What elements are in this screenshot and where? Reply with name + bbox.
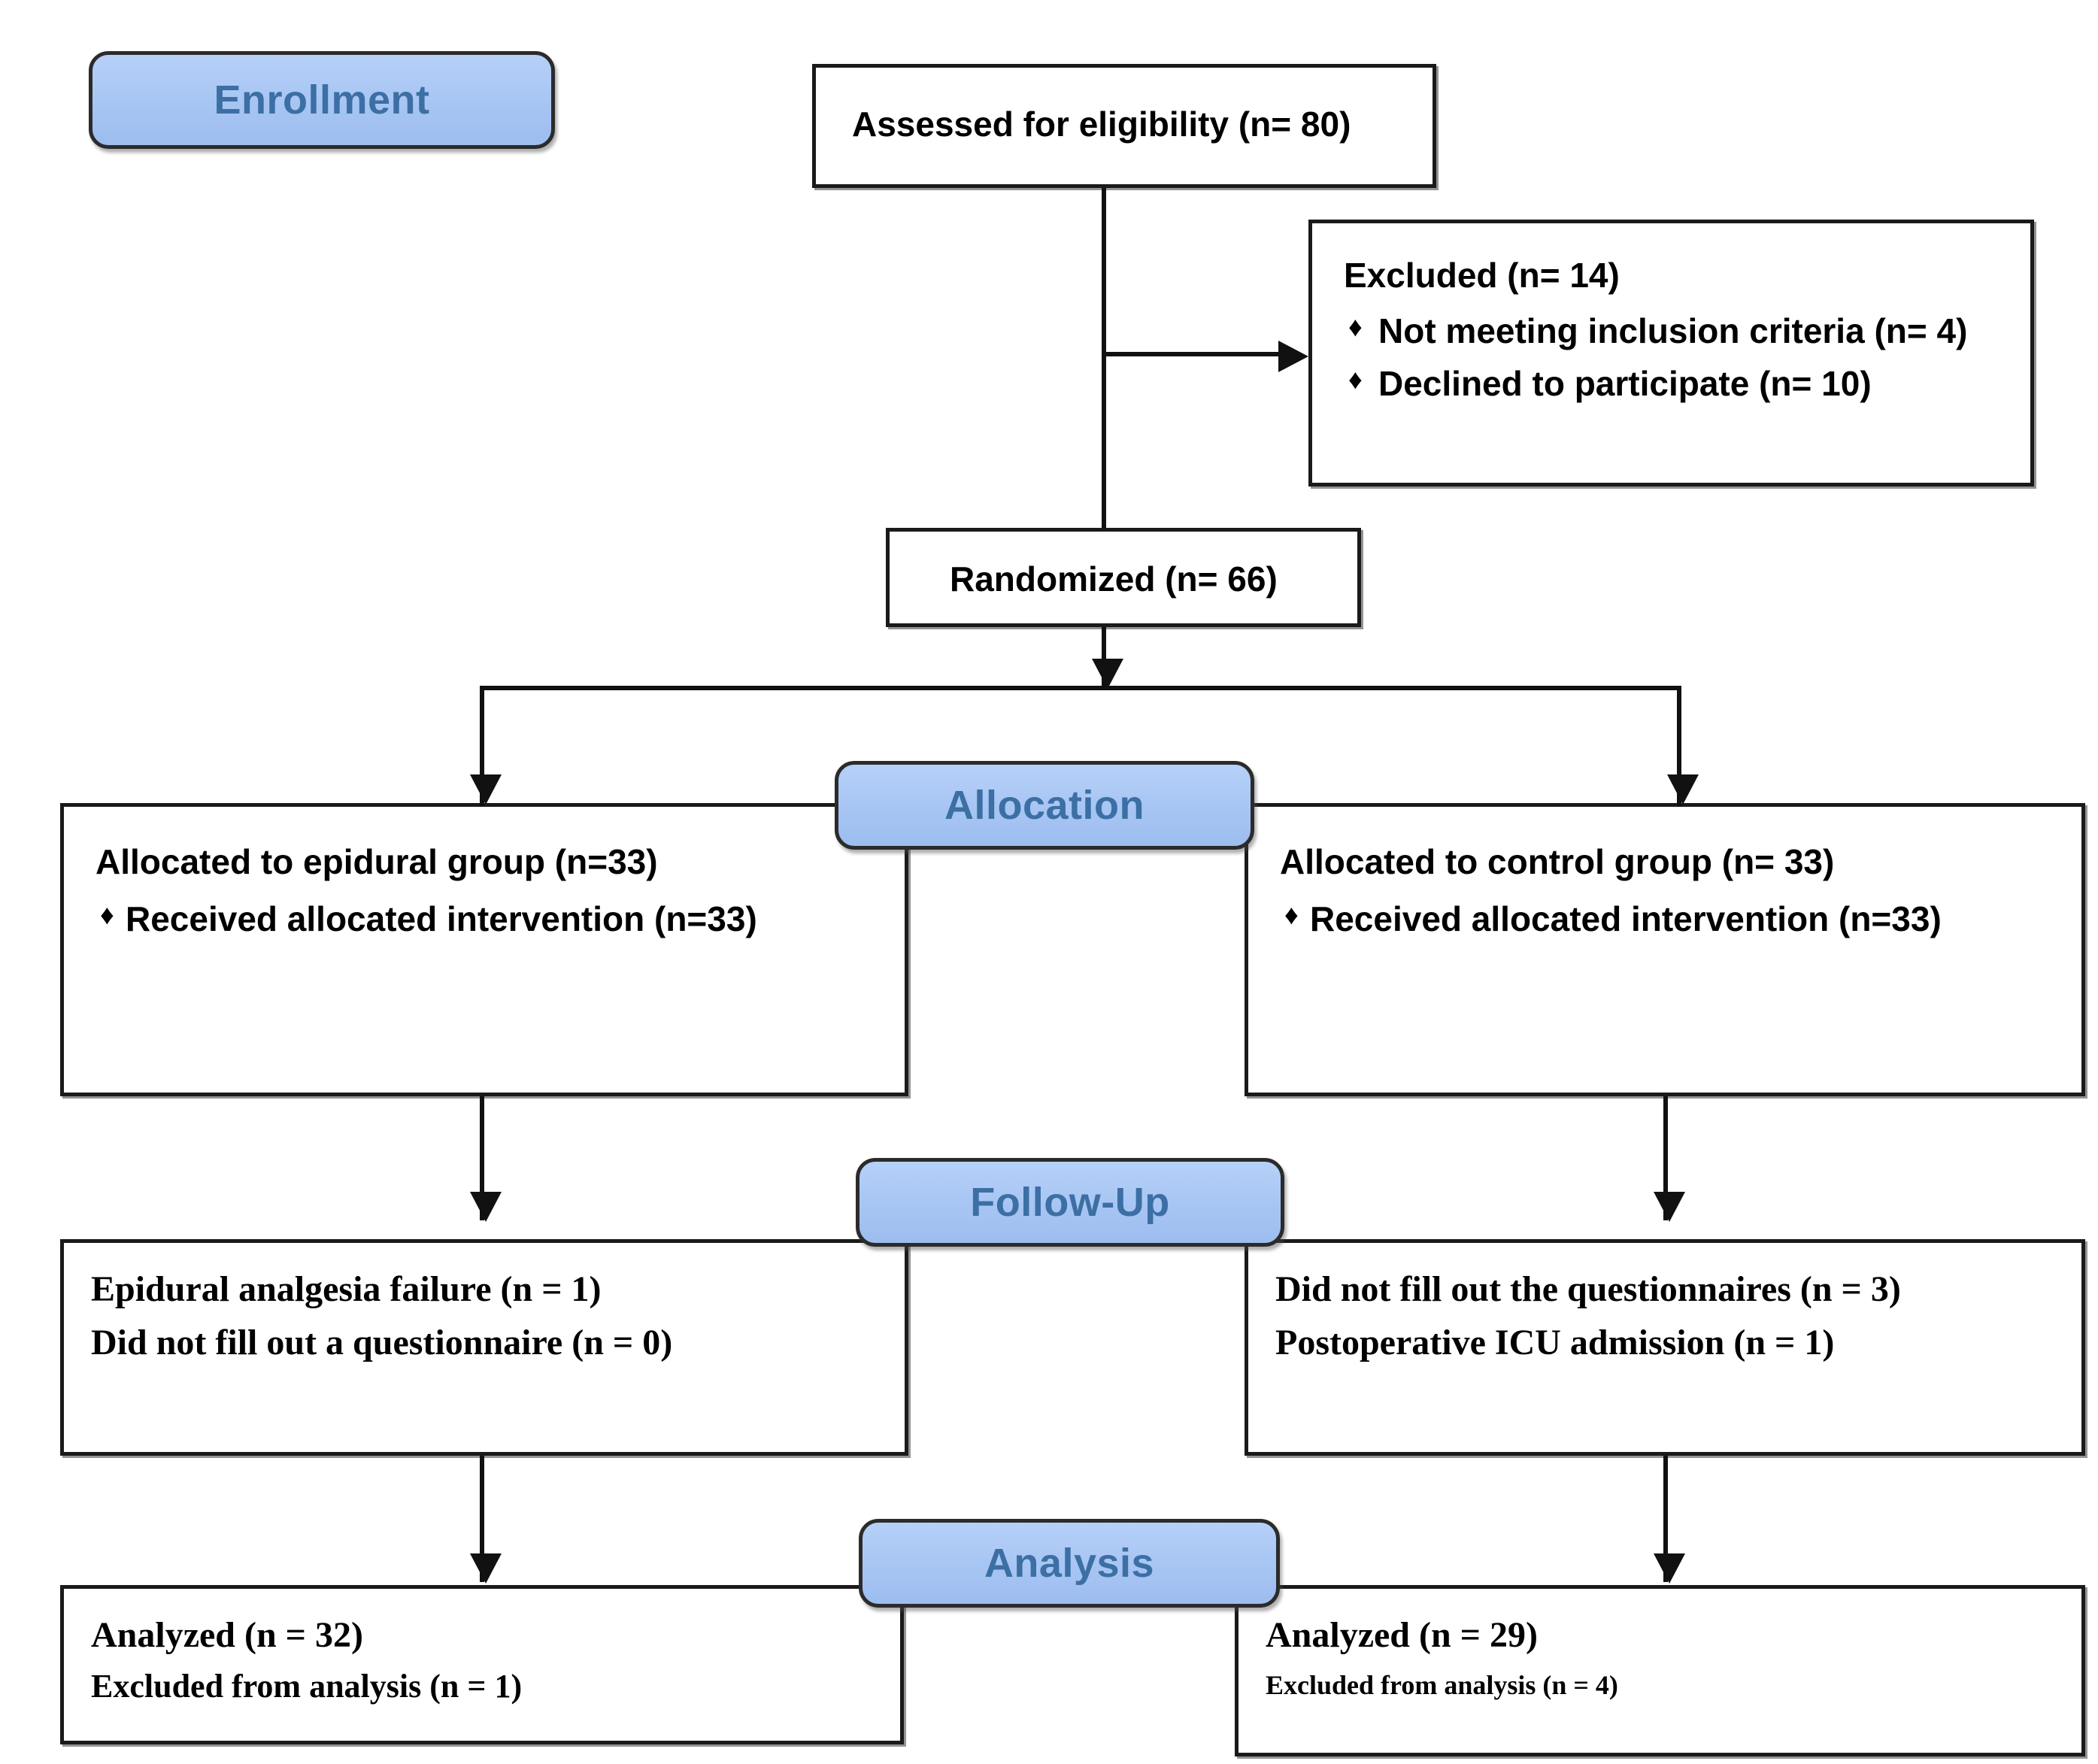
arrowhead-to-right-allocation — [1667, 774, 1699, 805]
stage-badge-allocation: Allocation — [835, 761, 1254, 850]
node-followup-control-line-0: Did not fill out the questionnaires (n =… — [1275, 1269, 1901, 1309]
diamond-bullet-icon: ♦ — [1348, 311, 1363, 342]
node-analyzed-control-excluded: Excluded from analysis (n = 4) — [1266, 1670, 1618, 1701]
arrowhead-to-right-analysis — [1654, 1553, 1685, 1584]
node-excluded: Excluded (n= 14) ♦ Not meeting inclusion… — [1308, 220, 2034, 486]
arrowhead-to-left-analysis — [470, 1553, 502, 1584]
node-analyzed-control: Analyzed (n = 29) Excluded from analysis… — [1235, 1585, 2085, 1756]
node-assessed-label: Assessed for eligibility (n= 80) — [852, 105, 1351, 144]
connector-assessed-to-randomized — [1102, 188, 1106, 528]
connector-left-followup-to-analysis — [480, 1456, 484, 1582]
arrowhead-to-excluded — [1278, 341, 1308, 372]
node-analyzed-epidural-count: Analyzed (n = 32) — [91, 1615, 364, 1655]
node-followup-epidural-line-0: Epidural analgesia failure (n = 1) — [91, 1269, 602, 1309]
diamond-bullet-icon: ♦ — [1348, 363, 1363, 395]
node-excluded-item-0-label: Not meeting inclusion criteria (n= 4) — [1378, 311, 1968, 350]
node-allocated-epidural-heading: Allocated to epidural group (n=33) — [96, 842, 658, 881]
arrowhead-randomized-to-split — [1092, 659, 1123, 689]
diamond-bullet-icon: ♦ — [1284, 899, 1299, 930]
node-followup-control: Did not fill out the questionnaires (n =… — [1245, 1239, 2085, 1456]
node-followup-epidural: Epidural analgesia failure (n = 1) Did n… — [60, 1239, 908, 1456]
node-followup-epidural-line-1: Did not fill out a questionnaire (n = 0) — [91, 1323, 673, 1363]
node-excluded-heading: Excluded (n= 14) — [1344, 256, 1620, 295]
node-excluded-item-0: ♦ Not meeting inclusion criteria (n= 4) — [1344, 309, 1967, 354]
node-allocated-control: Allocated to control group (n= 33) ♦ Rec… — [1245, 803, 2085, 1096]
node-randomized: Randomized (n= 66) — [886, 528, 1361, 627]
connector-randomized-stem — [1102, 627, 1106, 687]
node-allocated-epidural: Allocated to epidural group (n=33) ♦ Rec… — [60, 803, 908, 1096]
arrowhead-to-left-allocation — [470, 774, 502, 805]
diamond-bullet-icon: ♦ — [100, 899, 114, 930]
stage-badge-analysis-label: Analysis — [984, 1541, 1155, 1586]
node-analyzed-epidural: Analyzed (n = 32) Excluded from analysis… — [60, 1585, 904, 1744]
connector-allocation-split-bar — [480, 686, 1681, 690]
node-excluded-item-1: ♦ Declined to participate (n= 10) — [1344, 362, 1967, 407]
node-allocated-epidural-item-0: ♦ Received allocated intervention (n=33) — [96, 897, 757, 942]
stage-badge-analysis: Analysis — [859, 1519, 1280, 1608]
connector-split-to-right-allocation — [1677, 686, 1681, 806]
node-allocated-control-item-0-label: Received allocated intervention (n=33) — [1310, 899, 1942, 938]
node-followup-control-line-1: Postoperative ICU admission (n = 1) — [1275, 1323, 1835, 1363]
node-allocated-epidural-item-0-label: Received allocated intervention (n=33) — [126, 899, 757, 938]
node-allocated-control-item-0: ♦ Received allocated intervention (n=33) — [1280, 897, 1942, 942]
node-analyzed-control-count: Analyzed (n = 29) — [1266, 1615, 1539, 1655]
connector-right-allocation-to-followup — [1663, 1096, 1668, 1220]
stage-badge-followup: Follow-Up — [856, 1158, 1284, 1247]
connector-left-allocation-to-followup — [480, 1096, 484, 1220]
connector-right-followup-to-analysis — [1663, 1456, 1668, 1582]
node-analyzed-epidural-excluded: Excluded from analysis (n = 1) — [91, 1668, 523, 1705]
stage-badge-allocation-label: Allocation — [944, 783, 1145, 828]
node-randomized-label: Randomized (n= 66) — [950, 559, 1278, 599]
arrowhead-to-left-followup — [470, 1192, 502, 1222]
node-excluded-item-1-label: Declined to participate (n= 10) — [1378, 363, 1872, 403]
stage-badge-followup-label: Follow-Up — [970, 1180, 1170, 1225]
connector-split-to-left-allocation — [480, 686, 484, 806]
connector-assessed-to-excluded — [1102, 352, 1282, 356]
node-allocated-control-heading: Allocated to control group (n= 33) — [1280, 842, 1835, 881]
node-assessed-for-eligibility: Assessed for eligibility (n= 80) — [812, 64, 1436, 188]
stage-badge-enrollment-label: Enrollment — [214, 77, 430, 123]
stage-badge-enrollment: Enrollment — [89, 51, 555, 149]
arrowhead-to-right-followup — [1654, 1192, 1685, 1222]
